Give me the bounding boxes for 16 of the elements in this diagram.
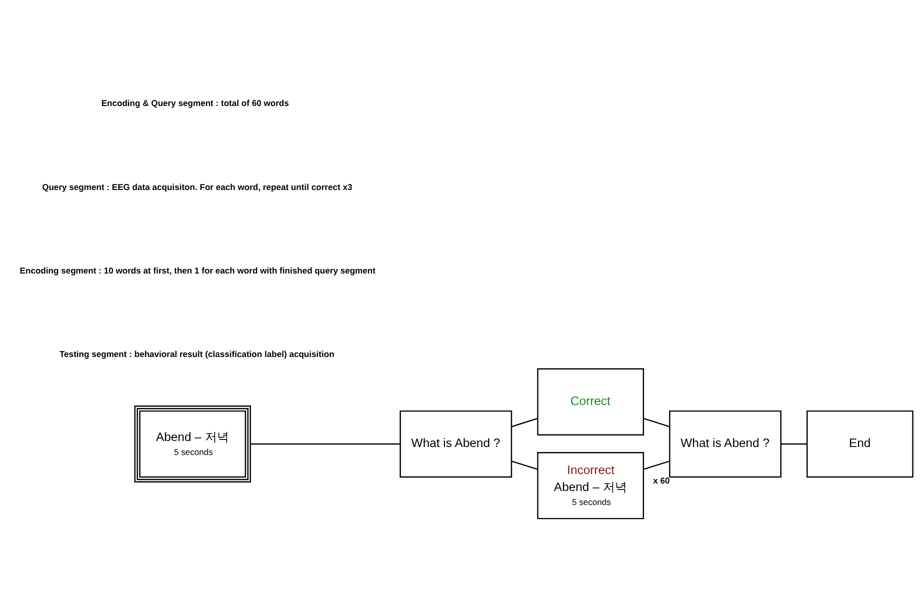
label: Query segment : EEG data acquisiton. For each word, repeat until correct x3: [42, 182, 352, 192]
node-box: Incorrect Abend – 저녁 5 seconds: [537, 452, 644, 520]
connector: [780, 443, 807, 445]
connector: [511, 460, 538, 470]
connector: [250, 443, 400, 445]
node-box: What is Abend ?: [669, 410, 782, 478]
connector: [643, 460, 670, 470]
node-box: Correct: [537, 368, 644, 436]
node-label: x 60: [653, 475, 670, 486]
node-box: End: [806, 410, 914, 478]
label: Encoding segment : 10 words at first, then 1 for each word with finished query segment: [20, 265, 376, 276]
label: Testing segment : behavioral result (classification label) acquisition: [59, 349, 334, 360]
connector: [643, 418, 670, 428]
node-box: What is Abend ?: [400, 410, 512, 478]
label: Encoding & Query segment : total of 60 words: [101, 98, 289, 108]
connector: [511, 418, 538, 428]
